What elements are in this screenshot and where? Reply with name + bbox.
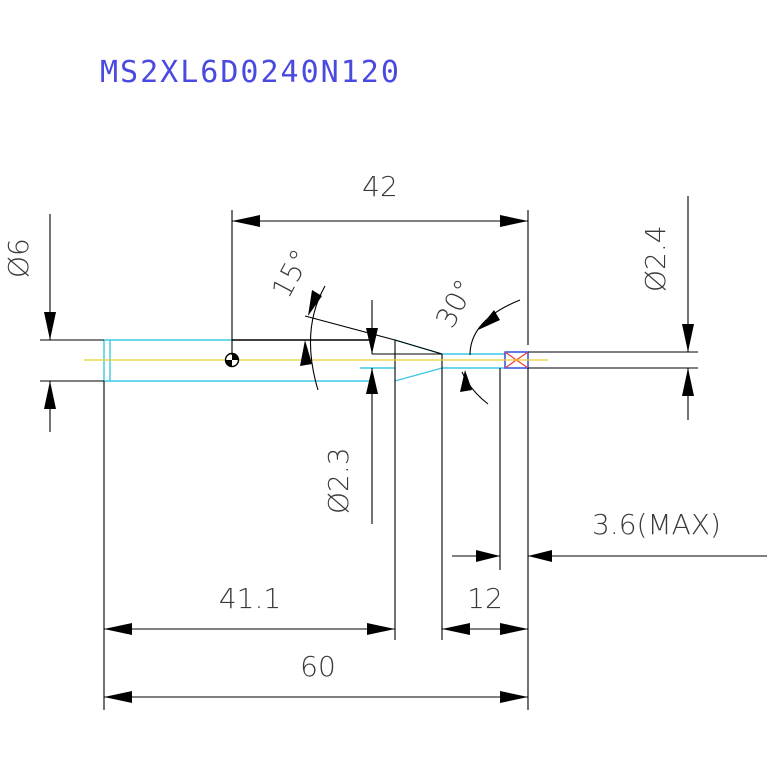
dimension-12: 12 <box>441 368 529 710</box>
dimension-neck-diameter: Ø2.3 <box>322 300 378 524</box>
dimension-60-label: 60 <box>300 650 336 683</box>
dimension-angle-15-label: 15° <box>265 244 317 303</box>
dimension-tip-diameter: Ø2.4 <box>639 196 694 420</box>
dimension-shank-diameter-label: Ø6 <box>2 238 35 278</box>
tool-outline <box>84 339 698 382</box>
dimension-41-1: 41.1 <box>103 381 396 710</box>
dimension-shank-diameter: Ø6 <box>2 214 104 432</box>
dimension-neck-diameter-label: Ø2.3 <box>322 447 355 514</box>
dimension-12-label: 12 <box>467 582 503 615</box>
dimension-42-label: 42 <box>362 170 398 203</box>
dimension-tip-diameter-label: Ø2.4 <box>639 225 672 292</box>
dimension-max-depth: 3.6(MAX) <box>452 368 767 570</box>
dimension-angle-30: 30° <box>429 274 521 405</box>
dimension-max-depth-label: 3.6(MAX) <box>592 508 721 541</box>
part-number-title: MS2XL6D0240N120 <box>100 55 401 90</box>
dimension-angle-30-label: 30° <box>429 274 481 333</box>
dimension-42: 42 <box>231 170 529 355</box>
dimension-60: 60 <box>104 650 528 703</box>
datum-center-marker <box>224 352 240 368</box>
dimension-41-1-label: 41.1 <box>219 582 281 615</box>
